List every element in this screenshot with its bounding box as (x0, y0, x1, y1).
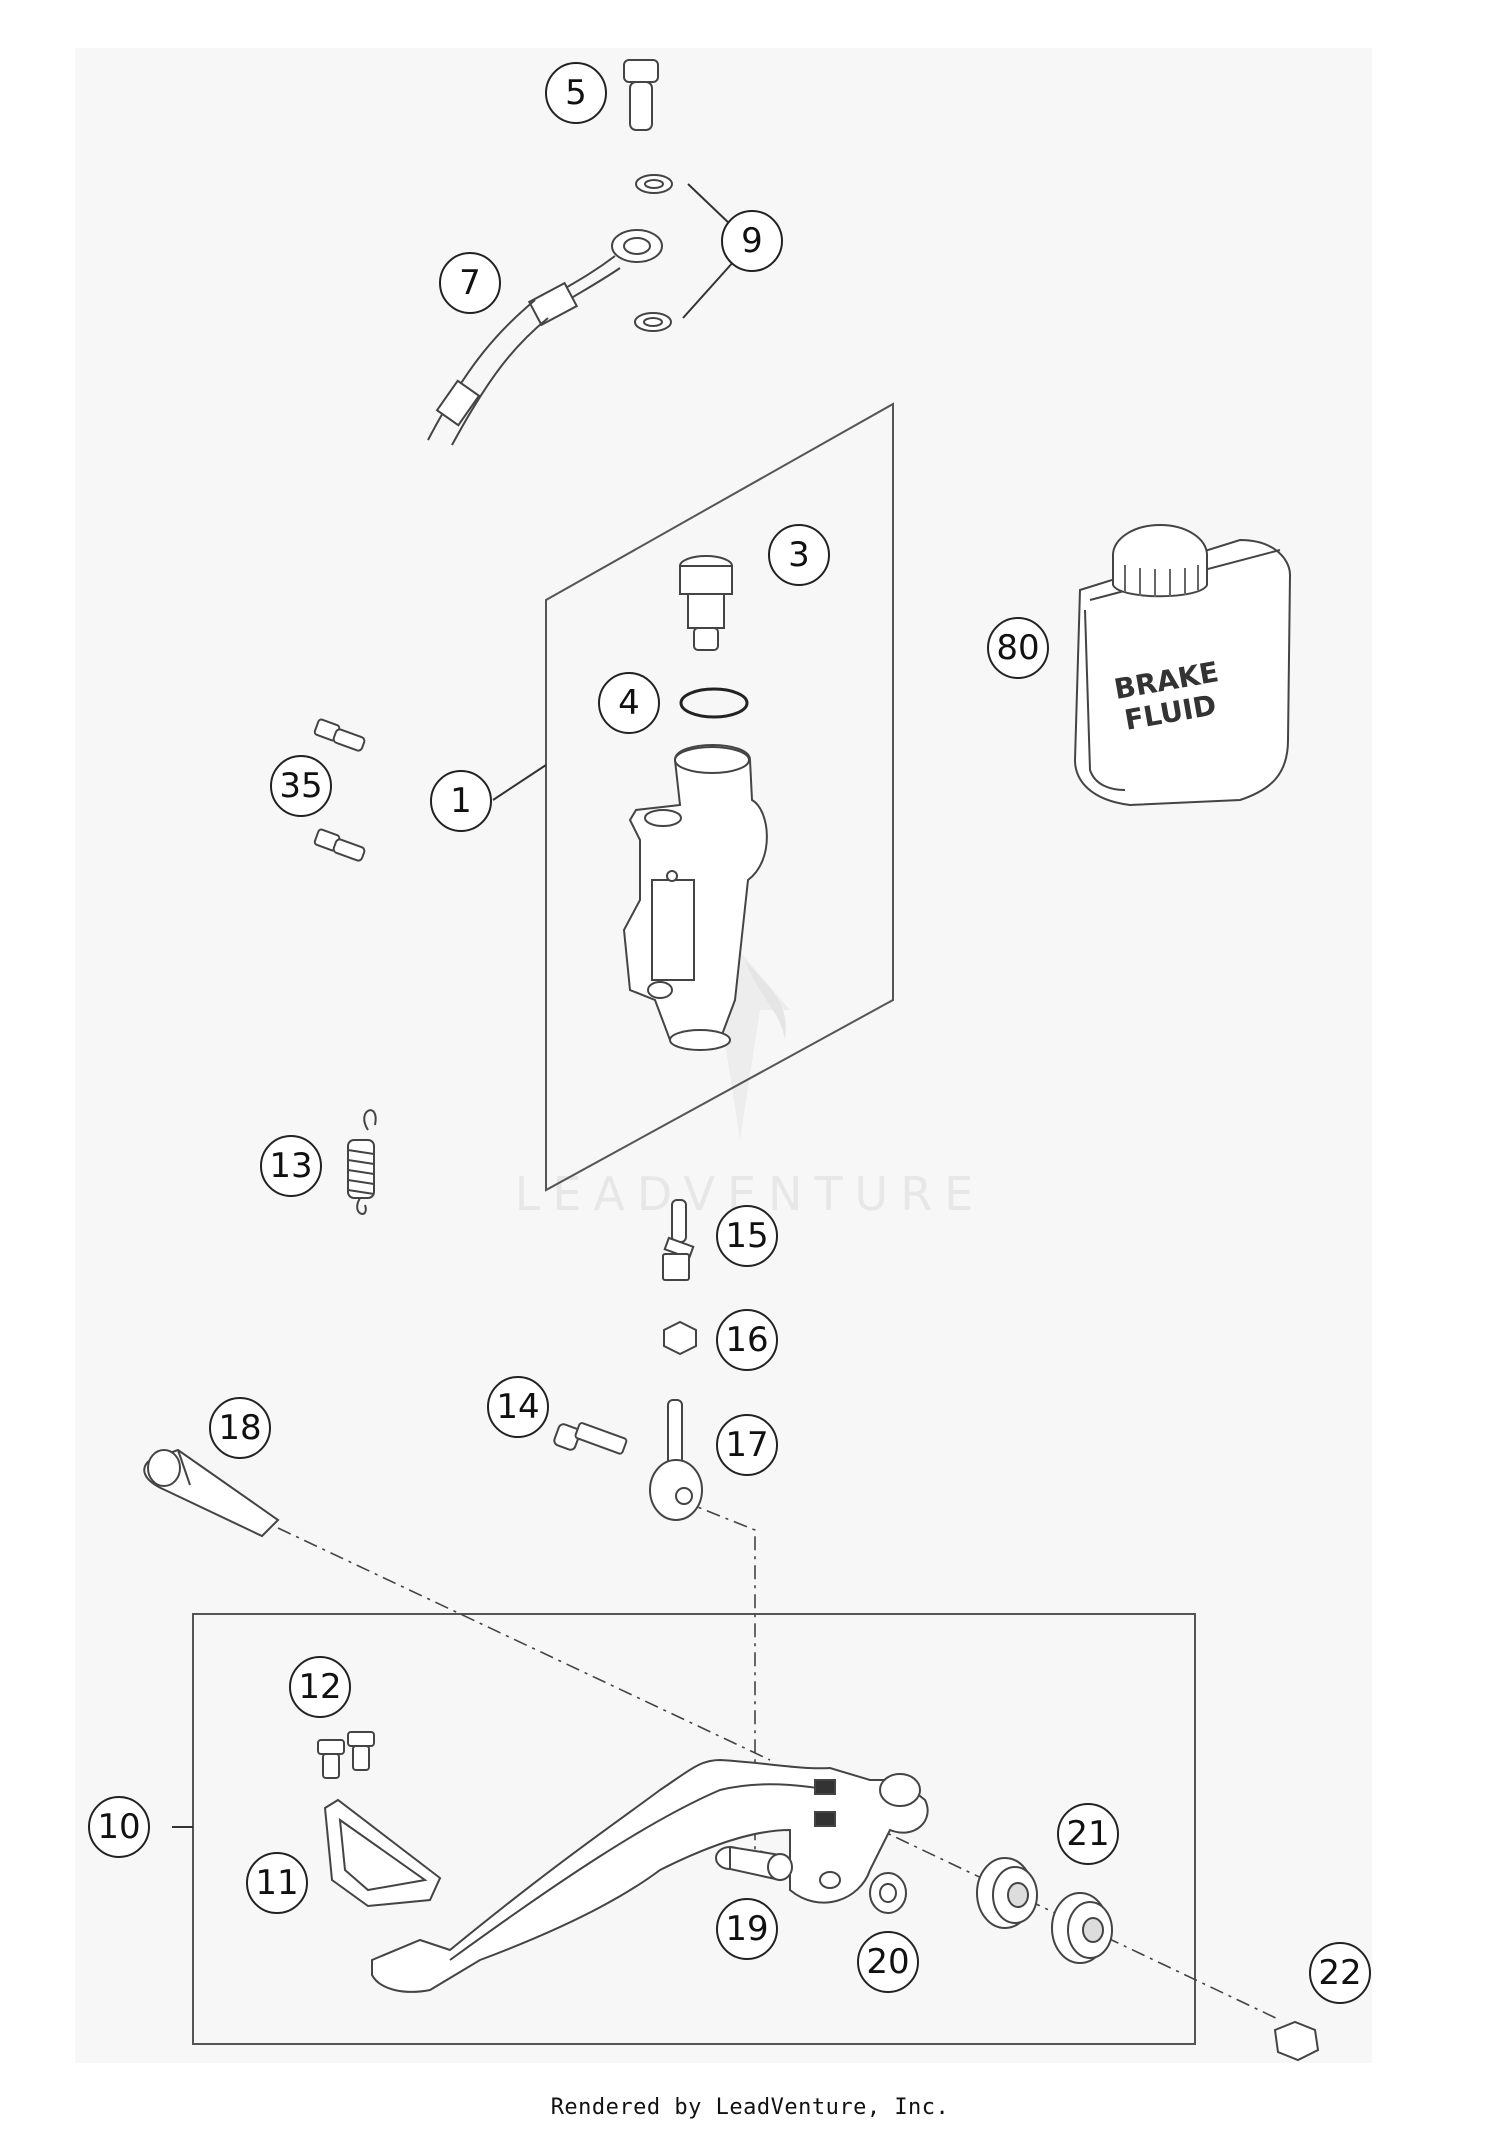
pin-bolt-part (553, 1422, 628, 1455)
callout-4: 4 (598, 672, 660, 734)
master-cylinder-kit-frame (545, 402, 894, 1192)
callout-17: 17 (716, 1414, 778, 1476)
callout-11: 11 (246, 1852, 308, 1914)
svg-text:15: 15 (725, 1216, 768, 1256)
callout-21: 21 (1057, 1803, 1119, 1865)
svg-text:4: 4 (618, 683, 640, 723)
callout-18: 18 (209, 1397, 271, 1459)
svg-text:18: 18 (218, 1408, 261, 1448)
callout-1: 1 (430, 770, 492, 832)
brake-fluid-bottle-part (1073, 524, 1292, 807)
brake-pedal-assembly-frame (192, 1613, 1196, 2045)
banjo-bolt-part (623, 59, 659, 131)
svg-text:19: 19 (725, 1909, 768, 1949)
diagram-background (75, 48, 1372, 2063)
callout-15: 15 (716, 1205, 778, 1267)
callout-3: 3 (768, 524, 830, 586)
washer-part (869, 1872, 907, 1914)
svg-text:17: 17 (725, 1425, 768, 1465)
svg-text:16: 16 (725, 1320, 768, 1360)
svg-text:22: 22 (1318, 1953, 1361, 1993)
svg-text:35: 35 (279, 766, 322, 806)
svg-text:5: 5 (565, 73, 587, 113)
sealing-washers-part (634, 174, 673, 332)
svg-text:11: 11 (255, 1863, 298, 1903)
step-screws-part (317, 1731, 375, 1779)
callout-80: 80 (987, 617, 1049, 679)
master-cylinder-part (622, 744, 768, 1051)
brake-pedal-part (371, 1758, 929, 1993)
leader-lines (172, 183, 736, 1828)
reservoir-connector-part (679, 555, 733, 651)
callout-16: 16 (716, 1309, 778, 1371)
bearings-part (976, 1857, 1113, 1964)
svg-text:10: 10 (97, 1807, 140, 1847)
callout-10: 10 (88, 1796, 150, 1858)
return-spring-part (347, 1109, 377, 1215)
callout-9: 9 (721, 210, 783, 272)
callout-7: 7 (439, 252, 501, 314)
brake-line-part (427, 229, 663, 446)
callout-14: 14 (487, 1376, 549, 1438)
svg-text:14: 14 (496, 1387, 539, 1427)
callout-19: 19 (716, 1898, 778, 1960)
pivot-pin-part (143, 1448, 280, 1538)
svg-text:7: 7 (459, 263, 481, 303)
svg-text:3: 3 (788, 535, 810, 575)
svg-text:13: 13 (269, 1146, 312, 1186)
callout-12: 12 (289, 1656, 351, 1718)
svg-text:12: 12 (298, 1667, 341, 1707)
lock-nut-part (663, 1320, 697, 1356)
pivot-nut-part (1273, 2020, 1320, 2062)
push-rod-part (662, 1199, 695, 1281)
svg-text:9: 9 (741, 221, 763, 261)
svg-text:1: 1 (450, 781, 472, 821)
callout-5: 5 (545, 62, 607, 124)
svg-text:21: 21 (1066, 1814, 1109, 1854)
clevis-part (649, 1399, 703, 1521)
screws-part (313, 718, 366, 862)
svg-text:80: 80 (996, 628, 1039, 668)
o-ring-part (679, 687, 749, 719)
spacer-part (715, 1845, 793, 1882)
brake-step-part (323, 1798, 442, 1908)
footer-credit: Rendered by LeadVenture, Inc. (550, 2095, 950, 2120)
callout-13: 13 (260, 1135, 322, 1197)
callout-35: 35 (270, 755, 332, 817)
callout-22: 22 (1309, 1942, 1371, 2004)
svg-text:20: 20 (866, 1942, 909, 1982)
callout-20: 20 (857, 1931, 919, 1993)
